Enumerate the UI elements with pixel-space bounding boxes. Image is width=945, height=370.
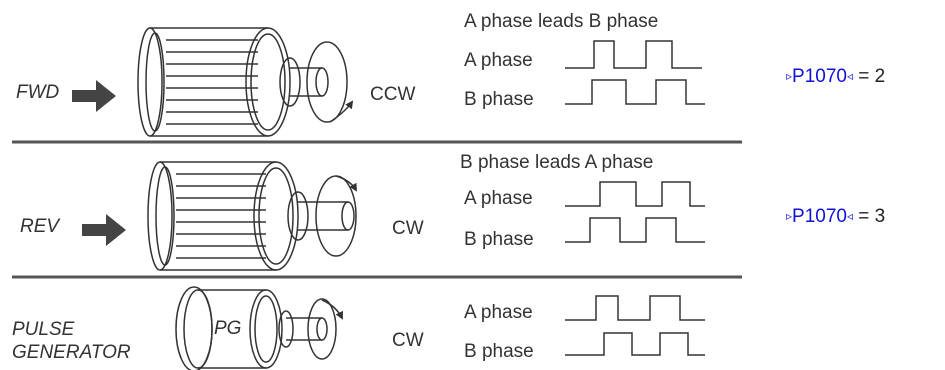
waveform-row1-a — [565, 40, 702, 69]
param-value: = 2 — [853, 66, 886, 87]
pulse-label: PULSE — [12, 319, 75, 340]
phase-a-label-row1: A phase — [464, 50, 533, 71]
pg-device-label: PG — [214, 318, 242, 339]
waveform-row2-b — [565, 217, 705, 243]
param-p1070-fwd: ▹P1070◃ = 2 — [786, 66, 885, 88]
direction-label-pg: PULSE GENERATOR — [12, 318, 131, 364]
rotation-label-ccw: CCW — [370, 84, 416, 105]
rotation-label-cw-row3: CW — [392, 330, 424, 351]
phase-b-label-row3: B phase — [464, 341, 534, 362]
marker-left-icon: ▹ — [786, 69, 793, 83]
phase-a-label-row3: A phase — [464, 302, 533, 323]
marker-right-icon: ◃ — [846, 69, 854, 83]
waveform-row3-b — [565, 332, 705, 356]
param-code: P1070 — [792, 206, 847, 227]
marker-right-icon: ◃ — [846, 209, 854, 223]
waveform-row2-a — [565, 181, 705, 207]
phase-header-row2: B phase leads A phase — [460, 152, 654, 173]
param-p1070-rev: ▹P1070◃ = 3 — [786, 206, 885, 228]
phase-header-row1: A phase leads B phase — [464, 11, 659, 32]
waveform-row1-b — [565, 79, 705, 105]
motor-fwd — [137, 27, 354, 137]
phase-a-label-row2: A phase — [464, 188, 533, 209]
direction-label-fwd: FWD — [16, 82, 60, 103]
pulse-generator — [175, 286, 343, 370]
phase-b-label-row1: B phase — [464, 89, 534, 110]
direction-label-rev: REV — [20, 216, 60, 237]
arrow-fwd — [72, 80, 116, 112]
rotation-label-cw-row2: CW — [392, 218, 424, 239]
param-code: P1070 — [792, 66, 847, 87]
arrow-rev — [82, 214, 126, 246]
phase-b-label-row2: B phase — [464, 229, 534, 250]
marker-left-icon: ▹ — [786, 209, 793, 223]
motor-rev — [147, 161, 358, 271]
param-value: = 3 — [853, 206, 886, 227]
waveform-row3-a — [565, 295, 705, 321]
generator-label: GENERATOR — [12, 342, 131, 363]
